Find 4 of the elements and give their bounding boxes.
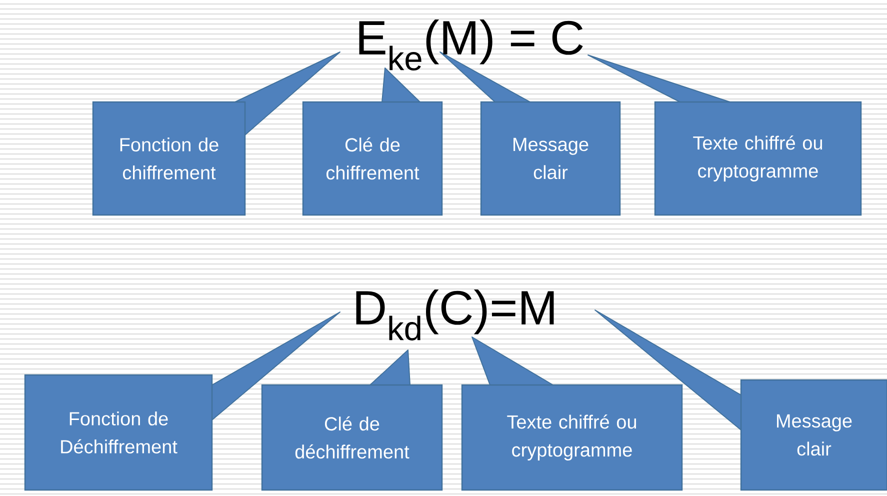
node-label: Message clair: [777, 414, 852, 456]
callout-box: Texte chiffré ou cryptogramme: [588, 54, 862, 216]
callout-box: Texte chiffré ou cryptogramme: [461, 336, 683, 491]
callout-box: Clé de déchiffrement: [261, 350, 443, 491]
